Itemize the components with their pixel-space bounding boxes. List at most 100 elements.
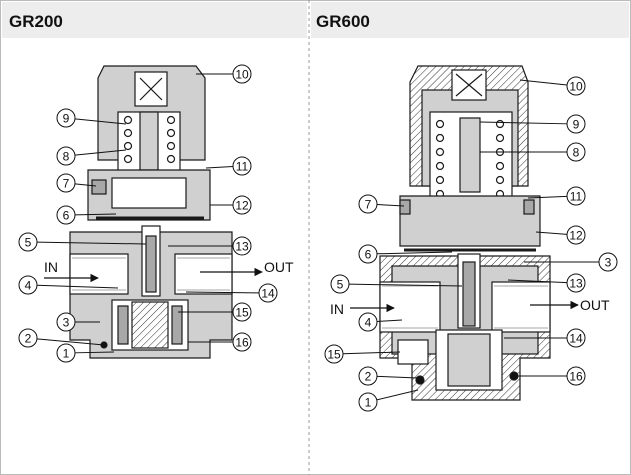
callout-circle (56, 205, 76, 225)
callout-leader-line (479, 121, 568, 125)
callout-leader-line (36, 284, 119, 289)
callout-circle (566, 328, 586, 348)
gr600-callout-9: 9 (479, 114, 586, 134)
gr200-callout-4: 4 (18, 275, 119, 295)
callout-circle (566, 366, 586, 386)
callout-number: 10 (569, 80, 583, 94)
panel-gr600: GR600 (311, 2, 629, 412)
gr600-drawing (379, 65, 551, 401)
callout-number: 12 (569, 229, 583, 243)
gr600-callout-1: 1 (358, 389, 419, 412)
callout-leader-line (36, 338, 105, 346)
callout-circle (232, 302, 252, 322)
gr600-title: GR600 (316, 12, 370, 31)
callout-circle (324, 344, 344, 364)
callout-circle (18, 328, 38, 348)
callout-number: 10 (235, 68, 249, 82)
callout-leader-line (74, 118, 127, 125)
callout-circle (566, 186, 586, 206)
gr600-callout-8: 8 (480, 142, 586, 162)
callout-number: 16 (569, 370, 583, 384)
callout-circle (330, 274, 350, 294)
callout-circle (566, 273, 586, 293)
callout-circle (18, 232, 38, 252)
gr600-callout-2: 2 (358, 366, 419, 386)
callout-number: 3 (63, 316, 70, 330)
gr200-title: GR200 (9, 12, 63, 31)
callout-leader-line (376, 389, 419, 401)
gr200-callout-2: 2 (18, 328, 105, 348)
gr600-callout-11: 11 (527, 186, 586, 206)
callout-leader-line (376, 375, 419, 379)
gr200-callout-1: 1 (56, 343, 115, 363)
callout-number: 2 (25, 332, 32, 346)
callout-number: 4 (365, 316, 372, 330)
callout-number: 8 (573, 146, 580, 160)
gr200-in-label: IN (44, 259, 58, 275)
callout-number: 5 (25, 236, 32, 250)
callout-number: 15 (327, 348, 341, 362)
gr600-callout-7: 7 (358, 194, 405, 214)
callout-number: 1 (365, 396, 372, 410)
gr600-callout-5: 5 (330, 274, 463, 294)
callout-number: 7 (63, 177, 70, 191)
callout-circle (566, 225, 586, 245)
callout-number: 6 (365, 248, 372, 262)
callout-circle (56, 146, 76, 166)
gr600-callout-16: 16 (516, 366, 586, 386)
gr200-callout-5: 5 (18, 232, 147, 252)
callout-number: 1 (63, 347, 70, 361)
panel-gr200: GR200 (2, 2, 307, 363)
callout-circle (232, 332, 252, 352)
callout-circle (56, 173, 76, 193)
gr200-callout-6: 6 (56, 205, 117, 225)
callout-number: 4 (25, 279, 32, 293)
callout-leader-line (342, 351, 401, 355)
gr200-callout-13: 13 (168, 236, 252, 256)
callout-circle (566, 114, 586, 134)
callout-number: 14 (261, 287, 275, 301)
gr200-callout-8: 8 (56, 146, 127, 166)
callout-circle (18, 275, 38, 295)
gr600-callout-6: 6 (358, 244, 453, 264)
callout-circle (358, 194, 378, 214)
callout-circle (358, 366, 378, 386)
callout-leader-line (527, 195, 568, 199)
callout-circle (232, 64, 252, 84)
gr600-callout-10: 10 (519, 76, 586, 96)
callout-number: 11 (236, 160, 249, 174)
callout-leader-line (36, 241, 147, 245)
callout-leader-line (74, 213, 117, 216)
callout-circle (56, 108, 76, 128)
callout-number: 13 (569, 277, 583, 291)
gr200-callout-10: 10 (196, 64, 252, 84)
gr600-callout-13: 13 (507, 273, 586, 293)
callout-leader-line (376, 319, 403, 322)
callout-circle (232, 236, 252, 256)
callout-circle (358, 392, 378, 412)
gr600-callout-12: 12 (535, 225, 586, 245)
gr600-callout-15: 15 (324, 344, 401, 364)
callout-circle (258, 283, 278, 303)
callout-leader-line (507, 279, 568, 284)
gr200-out-label: OUT (264, 259, 294, 275)
gr200-callout-3: 3 (56, 312, 100, 332)
callout-number: 16 (235, 336, 249, 350)
callout-number: 5 (337, 278, 344, 292)
callout-number: 12 (235, 199, 249, 213)
callout-circle (232, 156, 252, 176)
gr200-callout-11: 11 (205, 156, 252, 176)
gr600-out-label: OUT (580, 297, 610, 313)
callout-number: 11 (570, 190, 583, 204)
callout-leader-line (376, 251, 453, 255)
gr200-callout-9: 9 (56, 108, 127, 128)
callout-circle (566, 76, 586, 96)
callout-circle (358, 244, 378, 264)
gr200-callout-15: 15 (178, 302, 252, 322)
callout-number: 7 (365, 198, 372, 212)
callout-number: 9 (573, 118, 580, 132)
gr600-header (311, 2, 629, 38)
